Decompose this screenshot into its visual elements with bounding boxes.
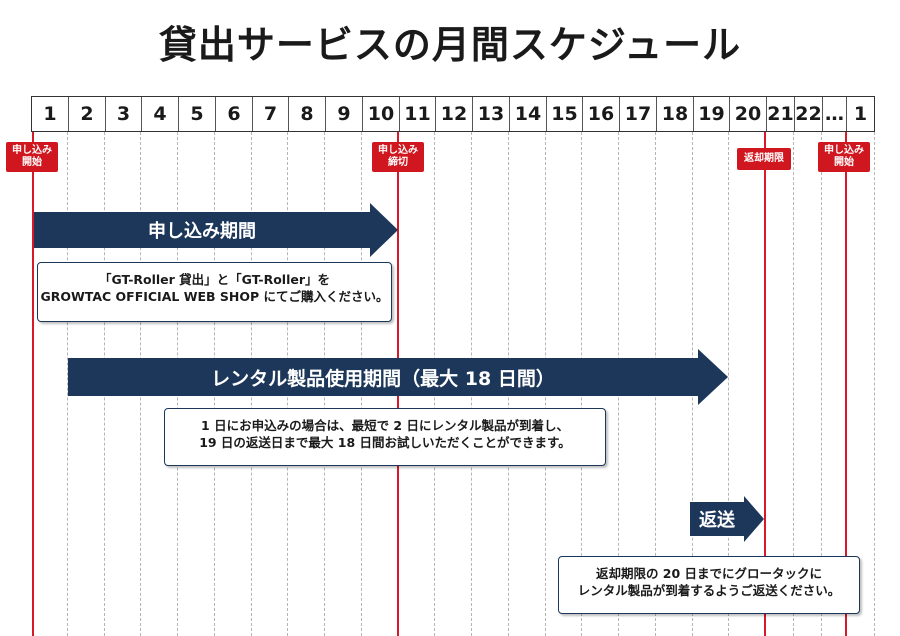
column-divider xyxy=(728,132,729,636)
apply-note: 「GT-Roller 貸出」と「GT-Roller」を GROWTAC OFFI… xyxy=(37,262,392,322)
return-label: 返送 xyxy=(690,502,744,536)
day-cell-6: 7 xyxy=(252,97,288,131)
day-cell-3: 4 xyxy=(141,97,178,131)
apply-period-label: 申し込み期間 xyxy=(34,212,370,248)
apply-start-tag-line2: 開始 xyxy=(22,157,42,168)
next-apply-start-tag-line2: 開始 xyxy=(834,157,854,168)
rental-period-label: レンタル製品使用期間（最大 18 日間） xyxy=(68,358,698,396)
column-divider xyxy=(793,132,794,636)
return-arrowhead xyxy=(744,496,764,542)
day-cell-18: 19 xyxy=(693,97,729,131)
day-cell-16: 17 xyxy=(619,97,656,131)
day-cell-1: 2 xyxy=(68,97,105,131)
next-apply-start-line xyxy=(845,132,847,636)
apply-end-tag: 申し込み 締切 xyxy=(372,142,424,172)
rental-note-line1: 1 日にお申込みの場合は、最短で 2 日にレンタル製品が到着し、 xyxy=(201,418,569,433)
day-cell-7: 8 xyxy=(288,97,325,131)
apply-end-tag-line2: 締切 xyxy=(388,157,408,168)
day-cell-19: 20 xyxy=(729,97,766,131)
return-note-line2: レンタル製品が到着するようご返送ください。 xyxy=(577,583,841,598)
day-cell-2: 3 xyxy=(105,97,141,131)
day-cell-11: 12 xyxy=(435,97,472,131)
apply-start-tag-line1: 申し込み xyxy=(12,145,52,156)
rental-period-arrowhead xyxy=(698,349,728,405)
return-arrow: 返送 xyxy=(690,496,764,542)
apply-note-line1: 「GT-Roller 貸出」と「GT-Roller」を xyxy=(98,272,331,287)
day-cell-20: 21 xyxy=(766,97,794,131)
column-divider xyxy=(874,132,875,636)
apply-period-arrowhead xyxy=(370,203,398,257)
day-cell-0: 1 xyxy=(43,103,57,125)
day-cell-22: … xyxy=(822,97,846,131)
day-cell-13: 14 xyxy=(509,97,546,131)
day-cell-9: 10 xyxy=(362,97,399,131)
rental-period-arrow: レンタル製品使用期間（最大 18 日間） xyxy=(68,349,728,405)
apply-start-line xyxy=(32,132,34,636)
day-cell-12: 13 xyxy=(472,97,509,131)
day-cell-15: 16 xyxy=(582,97,619,131)
apply-end-tag-line1: 申し込み xyxy=(378,145,418,156)
return-deadline-tag: 返却期限 xyxy=(737,148,791,170)
day-cell-10: 11 xyxy=(399,97,435,131)
return-deadline-line xyxy=(764,132,766,636)
next-apply-start-tag: 申し込み 開始 xyxy=(818,142,870,172)
day-cell-23: 1 xyxy=(846,97,874,131)
rental-note-line2: 19 日の返送日まで最大 18 日間お試しいただくことができます。 xyxy=(199,435,571,450)
page-title: 貸出サービスの月間スケジュール xyxy=(158,23,742,67)
apply-start-tag: 申し込み 開始 xyxy=(6,142,58,172)
column-divider xyxy=(821,132,822,636)
next-apply-start-tag-line1: 申し込み xyxy=(824,145,864,156)
day-cell-21: 22 xyxy=(794,97,822,131)
return-note-line1: 返却期限の 20 日までにグロータックに xyxy=(595,566,823,581)
apply-note-line2: GROWTAC OFFICIAL WEB SHOP にてご購入ください。 xyxy=(40,289,389,304)
column-divider xyxy=(67,132,68,636)
day-cell-5: 6 xyxy=(215,97,252,131)
day-cell-8: 9 xyxy=(325,97,362,131)
apply-period-arrow: 申し込み期間 xyxy=(34,203,398,257)
rental-note: 1 日にお申込みの場合は、最短で 2 日にレンタル製品が到着し、 19 日の返送… xyxy=(164,408,606,466)
day-cell-4: 5 xyxy=(178,97,215,131)
return-note: 返却期限の 20 日までにグロータックに レンタル製品が到着するようご返送くださ… xyxy=(558,556,860,614)
day-cell-14: 15 xyxy=(546,97,582,131)
day-cell-17: 18 xyxy=(656,97,693,131)
